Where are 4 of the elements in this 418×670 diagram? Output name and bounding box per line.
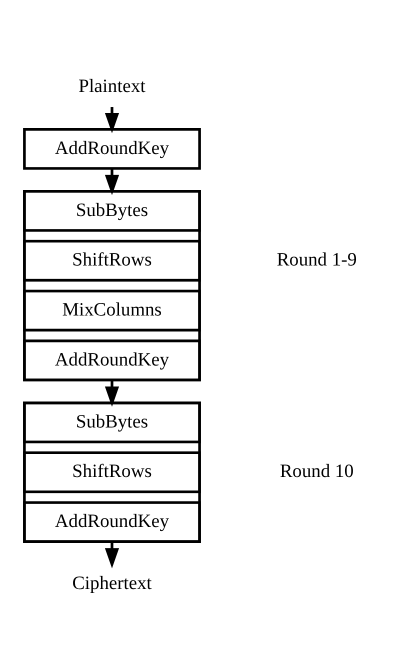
node-text: Ciphertext [72,572,152,594]
label: Round 10 [280,460,354,482]
label: Round 1-9 [276,249,357,270]
node-text: Plaintext [78,75,146,96]
